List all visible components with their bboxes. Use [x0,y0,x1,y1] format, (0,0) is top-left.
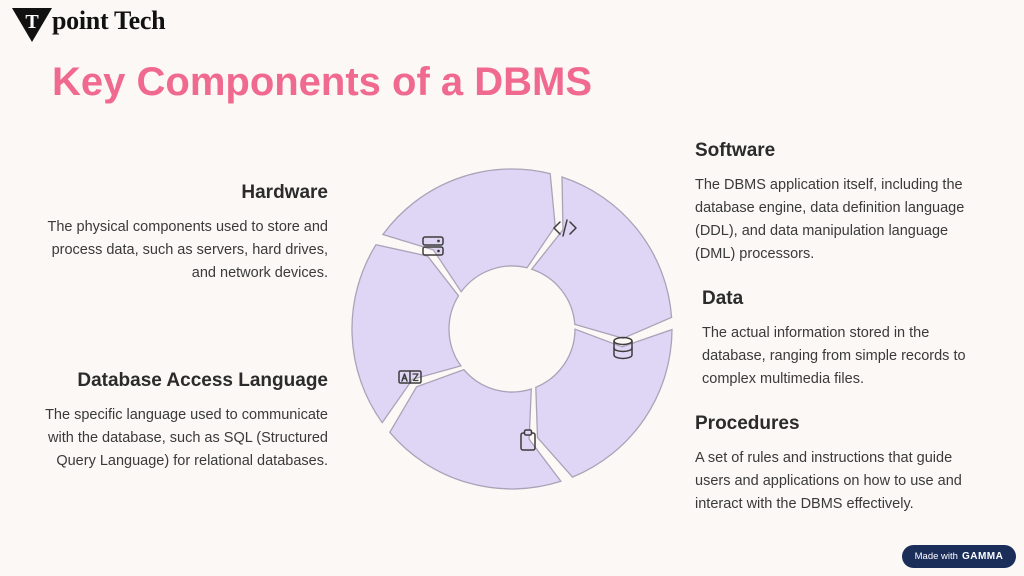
cycle-segment-software [530,176,673,339]
badge-brand: GAMMA [961,551,1004,562]
clipboard-icon [520,429,536,451]
data-title: Data [702,288,744,309]
hardware-description: The physical components used to store an… [47,219,329,281]
cycle-segment-database-access-language [351,243,462,424]
made-with-gamma-badge[interactable]: Made with GAMMA [902,545,1016,568]
database-access-language-title: Database Access Language [77,370,328,391]
cycle-segment-data [535,328,673,478]
logo-mark: T [25,11,39,33]
language-translate-icon [398,370,422,384]
logo-text: point Tech [52,6,166,35]
software-title: Software [695,140,776,161]
hardware-title: Hardware [241,182,328,203]
software-section: Software The DBMS application itself, in… [695,140,980,266]
cycle-segments [351,168,673,490]
logo: T point Tech [10,4,190,44]
code-icon [553,219,577,237]
cycle-segment-procedures [389,368,562,490]
cycle-segment-hardware [381,168,556,293]
hardware-section: Hardware The physical components used to… [40,182,329,285]
data-section: Data The actual information stored in th… [702,288,987,391]
procedures-title: Procedures [695,413,800,434]
logo-triangle-icon: T [12,8,52,42]
procedures-section: Procedures A set of rules and instructio… [695,413,985,516]
page-title: Key Components of a DBMS [52,60,593,104]
database-icon [613,336,633,360]
database-access-language-description: The specific language used to communicat… [45,407,328,469]
badge-prefix: Made with [914,551,958,562]
procedures-description: A set of rules and instructions that gui… [695,450,962,512]
database-access-language-section: Database Access Language The specific la… [40,370,328,473]
software-description: The DBMS application itself, including t… [695,177,965,262]
data-description: The actual information stored in the dat… [702,325,966,387]
component-cycle-diagram [351,168,673,490]
server-icon [422,236,444,256]
